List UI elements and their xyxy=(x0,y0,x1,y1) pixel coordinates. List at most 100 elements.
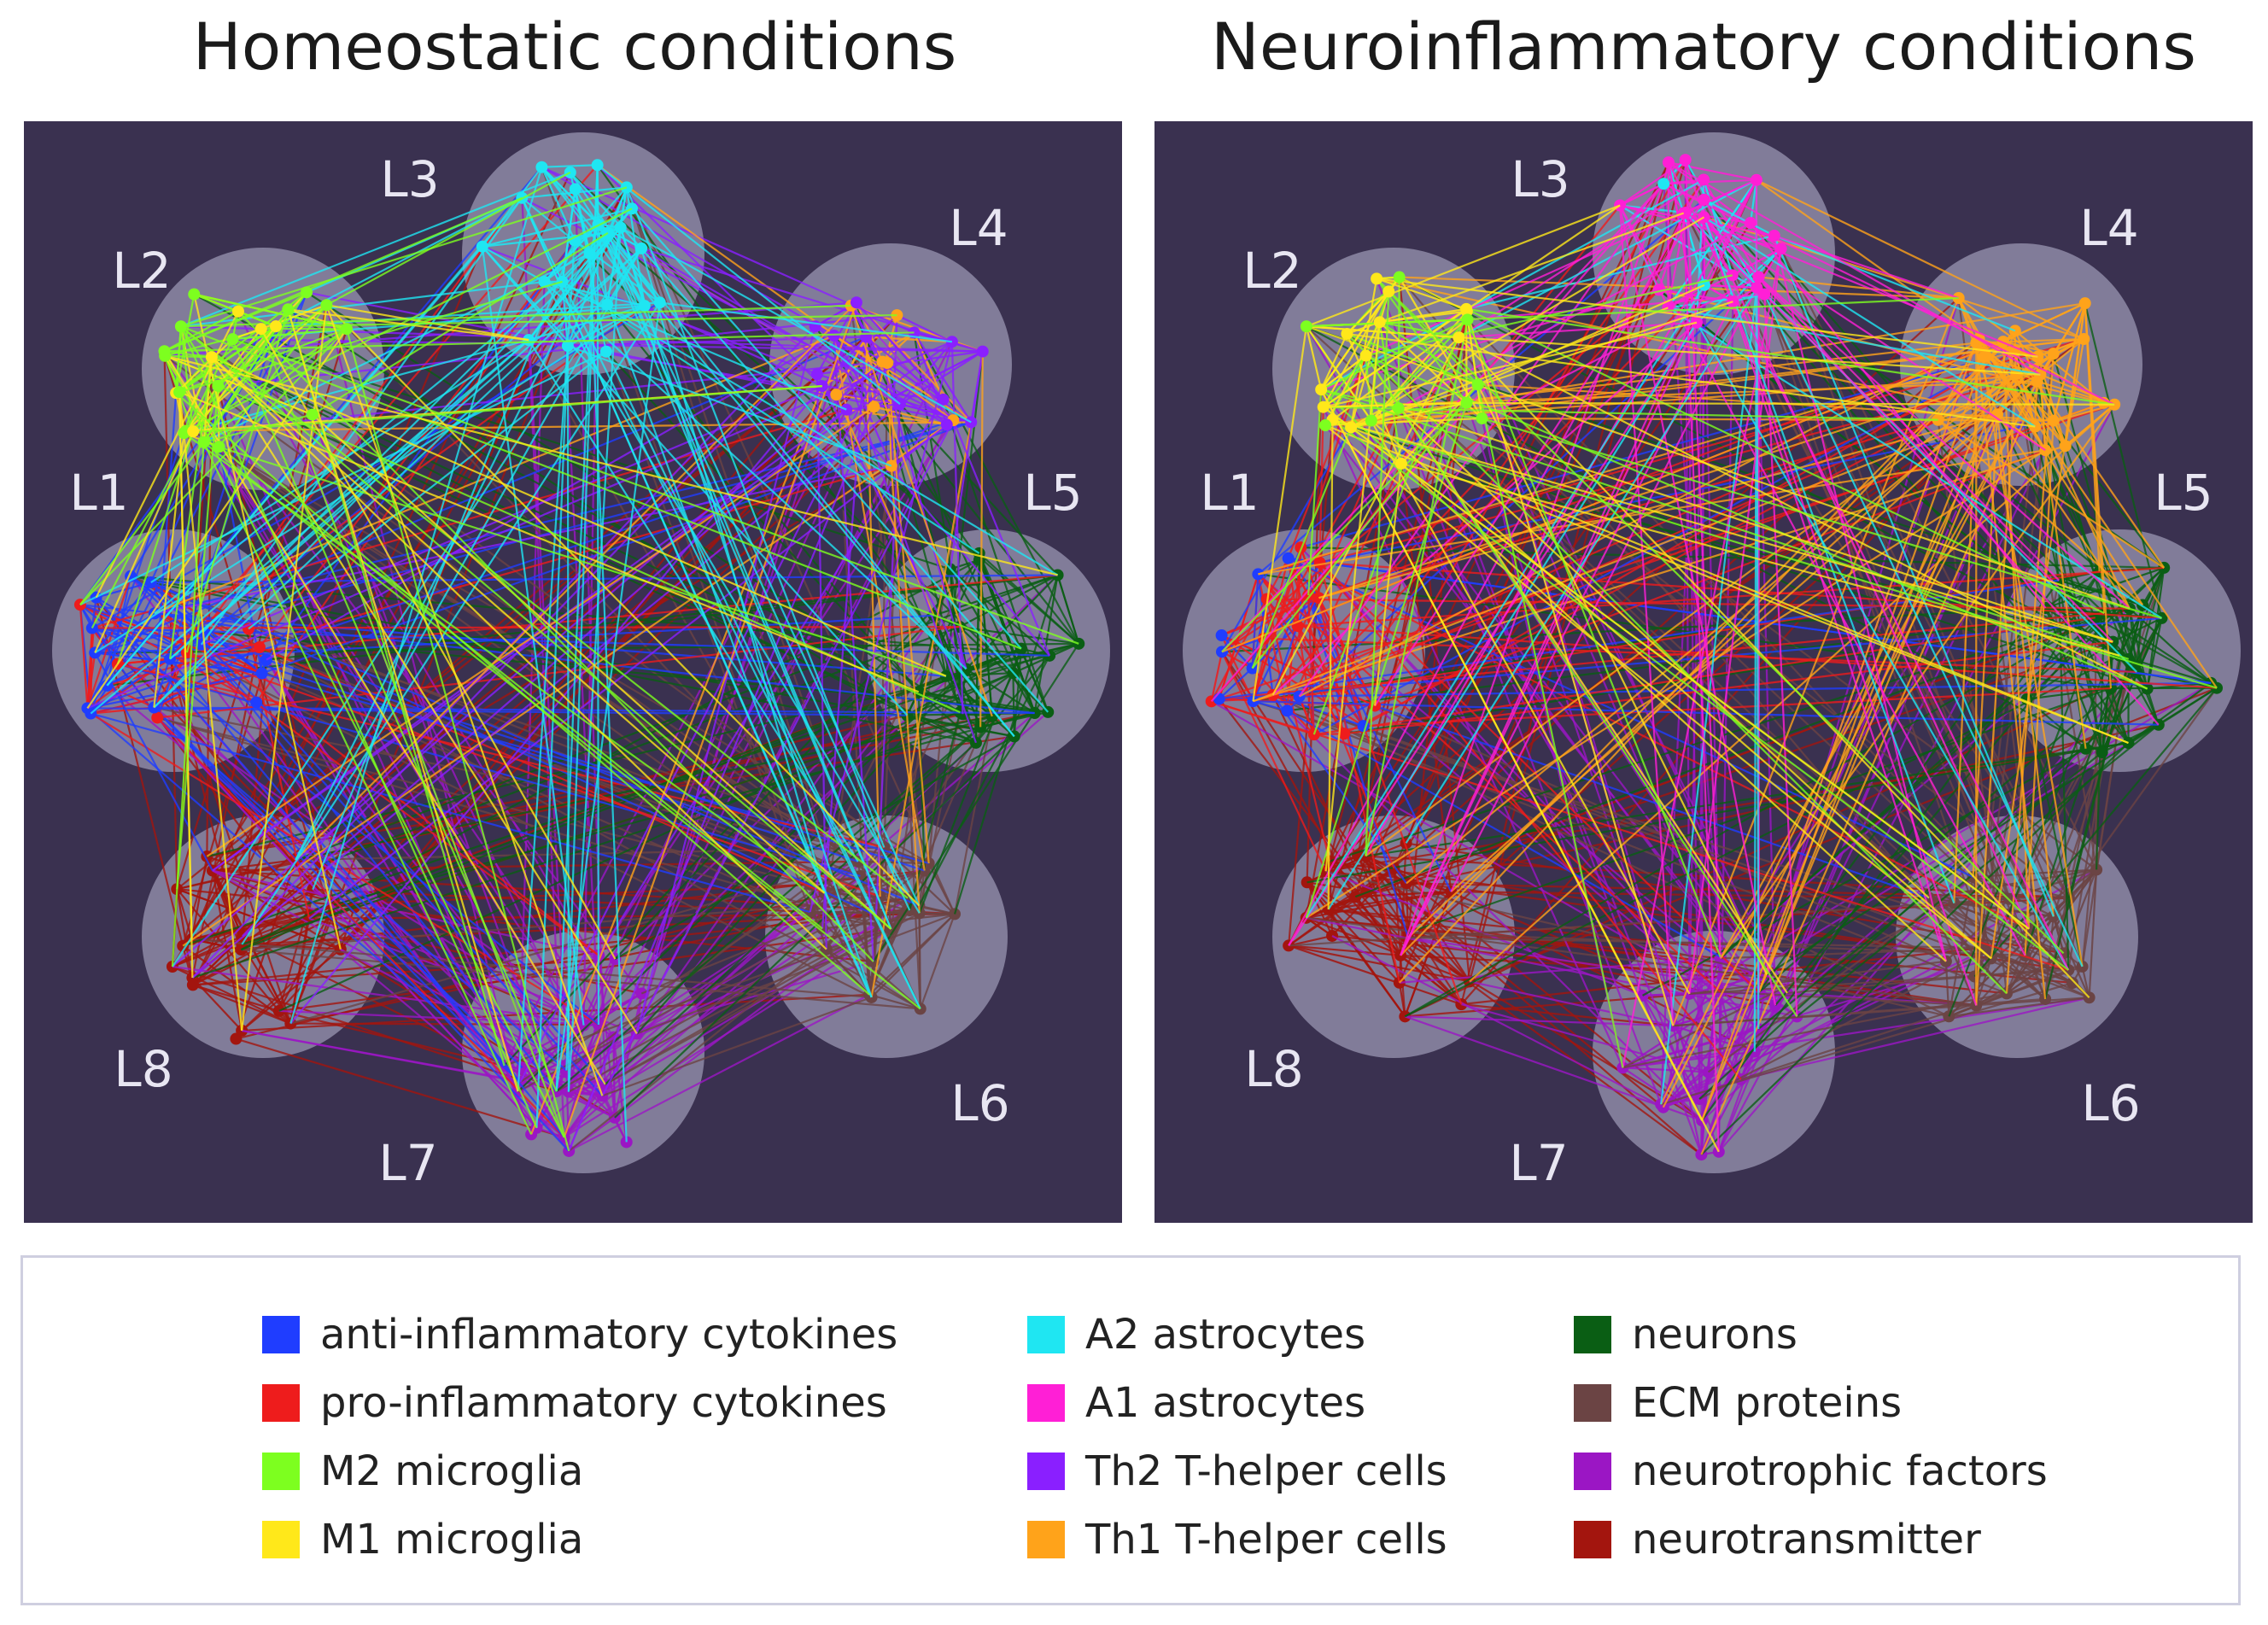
network-node xyxy=(270,320,283,333)
inter-layer-edge xyxy=(241,1029,603,1097)
intra-layer-edge xyxy=(1465,308,1483,419)
inter-layer-edge xyxy=(1328,908,1977,1007)
inter-layer-edge xyxy=(321,408,847,865)
network-node xyxy=(1313,556,1326,569)
network-node xyxy=(868,400,880,413)
layer-label-l8: L8 xyxy=(114,1040,172,1098)
inter-layer-edge xyxy=(1688,217,1705,994)
inter-layer-edge xyxy=(918,691,1035,715)
inter-layer-edge xyxy=(1365,291,1390,856)
intra-layer-edge xyxy=(1056,575,1080,645)
inter-layer-edge xyxy=(953,716,993,915)
inter-layer-edge xyxy=(287,308,519,1092)
network-node xyxy=(151,711,164,724)
inter-layer-edge xyxy=(153,706,615,1038)
network-node xyxy=(1750,173,1762,186)
inter-layer-edge xyxy=(1331,418,2069,971)
legend-swatch xyxy=(1027,1453,1065,1490)
inter-layer-edge xyxy=(1288,557,2030,930)
inter-layer-edge xyxy=(833,335,977,744)
inter-layer-edge xyxy=(561,281,921,1009)
network-node xyxy=(253,640,266,653)
inter-layer-edge xyxy=(212,869,599,956)
inter-layer-edge xyxy=(1329,611,2105,862)
intra-layer-edge xyxy=(175,328,348,395)
inter-layer-edge xyxy=(312,240,576,891)
inter-layer-edge xyxy=(179,325,538,1129)
edges xyxy=(1205,154,2224,1161)
inter-layer-edge xyxy=(1476,384,1624,1068)
inter-layer-edge xyxy=(2052,302,2086,421)
network-node xyxy=(653,296,666,309)
inter-layer-edge xyxy=(1673,997,2046,1027)
inter-layer-edge xyxy=(170,614,934,660)
inter-layer-edge xyxy=(325,304,604,1096)
network-node xyxy=(620,181,633,194)
intra-layer-edge xyxy=(868,993,921,1010)
inter-layer-edge xyxy=(1458,336,2041,376)
inter-layer-edge xyxy=(1763,294,2084,967)
inter-layer-edge xyxy=(1465,307,2105,614)
inter-layer-edge xyxy=(241,301,661,945)
network-node xyxy=(810,368,823,381)
inter-layer-edge xyxy=(1663,183,2115,406)
inter-layer-edge xyxy=(91,625,960,629)
legend-item-neurons: neurons xyxy=(1574,1301,2048,1369)
inter-layer-edge xyxy=(1306,296,1959,328)
inter-layer-edge xyxy=(1482,417,2162,619)
inter-layer-edge xyxy=(809,911,921,1010)
inter-layer-edge xyxy=(1404,1015,1703,1122)
inter-layer-edge xyxy=(1271,336,1460,696)
inter-layer-edge xyxy=(295,232,609,861)
layer-label-l4: L4 xyxy=(949,199,1008,257)
inter-layer-edge xyxy=(1466,401,2115,406)
inter-layer-edge xyxy=(1221,651,1357,897)
inter-layer-edge xyxy=(2052,353,2138,673)
inter-layer-edge xyxy=(217,385,522,1083)
network-node xyxy=(583,247,596,260)
network-node xyxy=(1300,320,1312,333)
network-node xyxy=(1282,552,1295,564)
network-node xyxy=(2090,863,2103,876)
inter-layer-edge xyxy=(241,711,961,946)
network-node xyxy=(197,435,210,448)
network-node xyxy=(949,908,962,921)
network-node xyxy=(1301,876,1313,889)
inter-layer-edge xyxy=(1297,566,2165,628)
inter-layer-edge xyxy=(1773,235,1947,962)
network-node xyxy=(301,286,313,299)
intra-layer-edge xyxy=(541,164,598,168)
inter-layer-edge xyxy=(1324,322,1381,872)
inter-layer-edge xyxy=(1763,294,1798,1017)
inter-layer-edge xyxy=(1346,333,2008,995)
inter-layer-edge xyxy=(1324,222,1751,872)
layer-label-l1: L1 xyxy=(69,464,128,522)
intra-layer-edge xyxy=(232,328,348,341)
network-node xyxy=(1373,316,1386,329)
inter-layer-edge xyxy=(1663,960,1947,1108)
inter-layer-edge xyxy=(1327,419,1334,909)
inter-layer-edge xyxy=(295,574,1058,862)
inter-layer-edge xyxy=(1703,216,2036,428)
inter-layer-edge xyxy=(1405,991,1721,1018)
intra-layer-edge xyxy=(178,325,277,394)
inter-layer-edge xyxy=(210,356,638,1035)
inter-layer-edge xyxy=(295,301,857,861)
inter-layer-edge xyxy=(606,232,1015,738)
inter-layer-edge xyxy=(1990,303,2086,959)
inter-layer-edge xyxy=(1465,307,2115,406)
legend-item-anti-inflammatory: anti-inflammatory cytokines xyxy=(262,1301,897,1369)
inter-layer-edge xyxy=(186,652,881,897)
network-node xyxy=(1215,629,1228,642)
network-node xyxy=(1317,400,1330,413)
network-node xyxy=(850,296,862,309)
inter-layer-edge xyxy=(1221,183,1664,653)
network-node xyxy=(2098,606,2111,619)
legend-item-a1: A1 astrocytes xyxy=(1027,1369,1447,1437)
legend-label: neurons xyxy=(1632,1311,1797,1359)
network-node xyxy=(158,345,171,358)
intra-layer-edge xyxy=(1320,319,1468,391)
inter-layer-edge xyxy=(870,422,973,998)
